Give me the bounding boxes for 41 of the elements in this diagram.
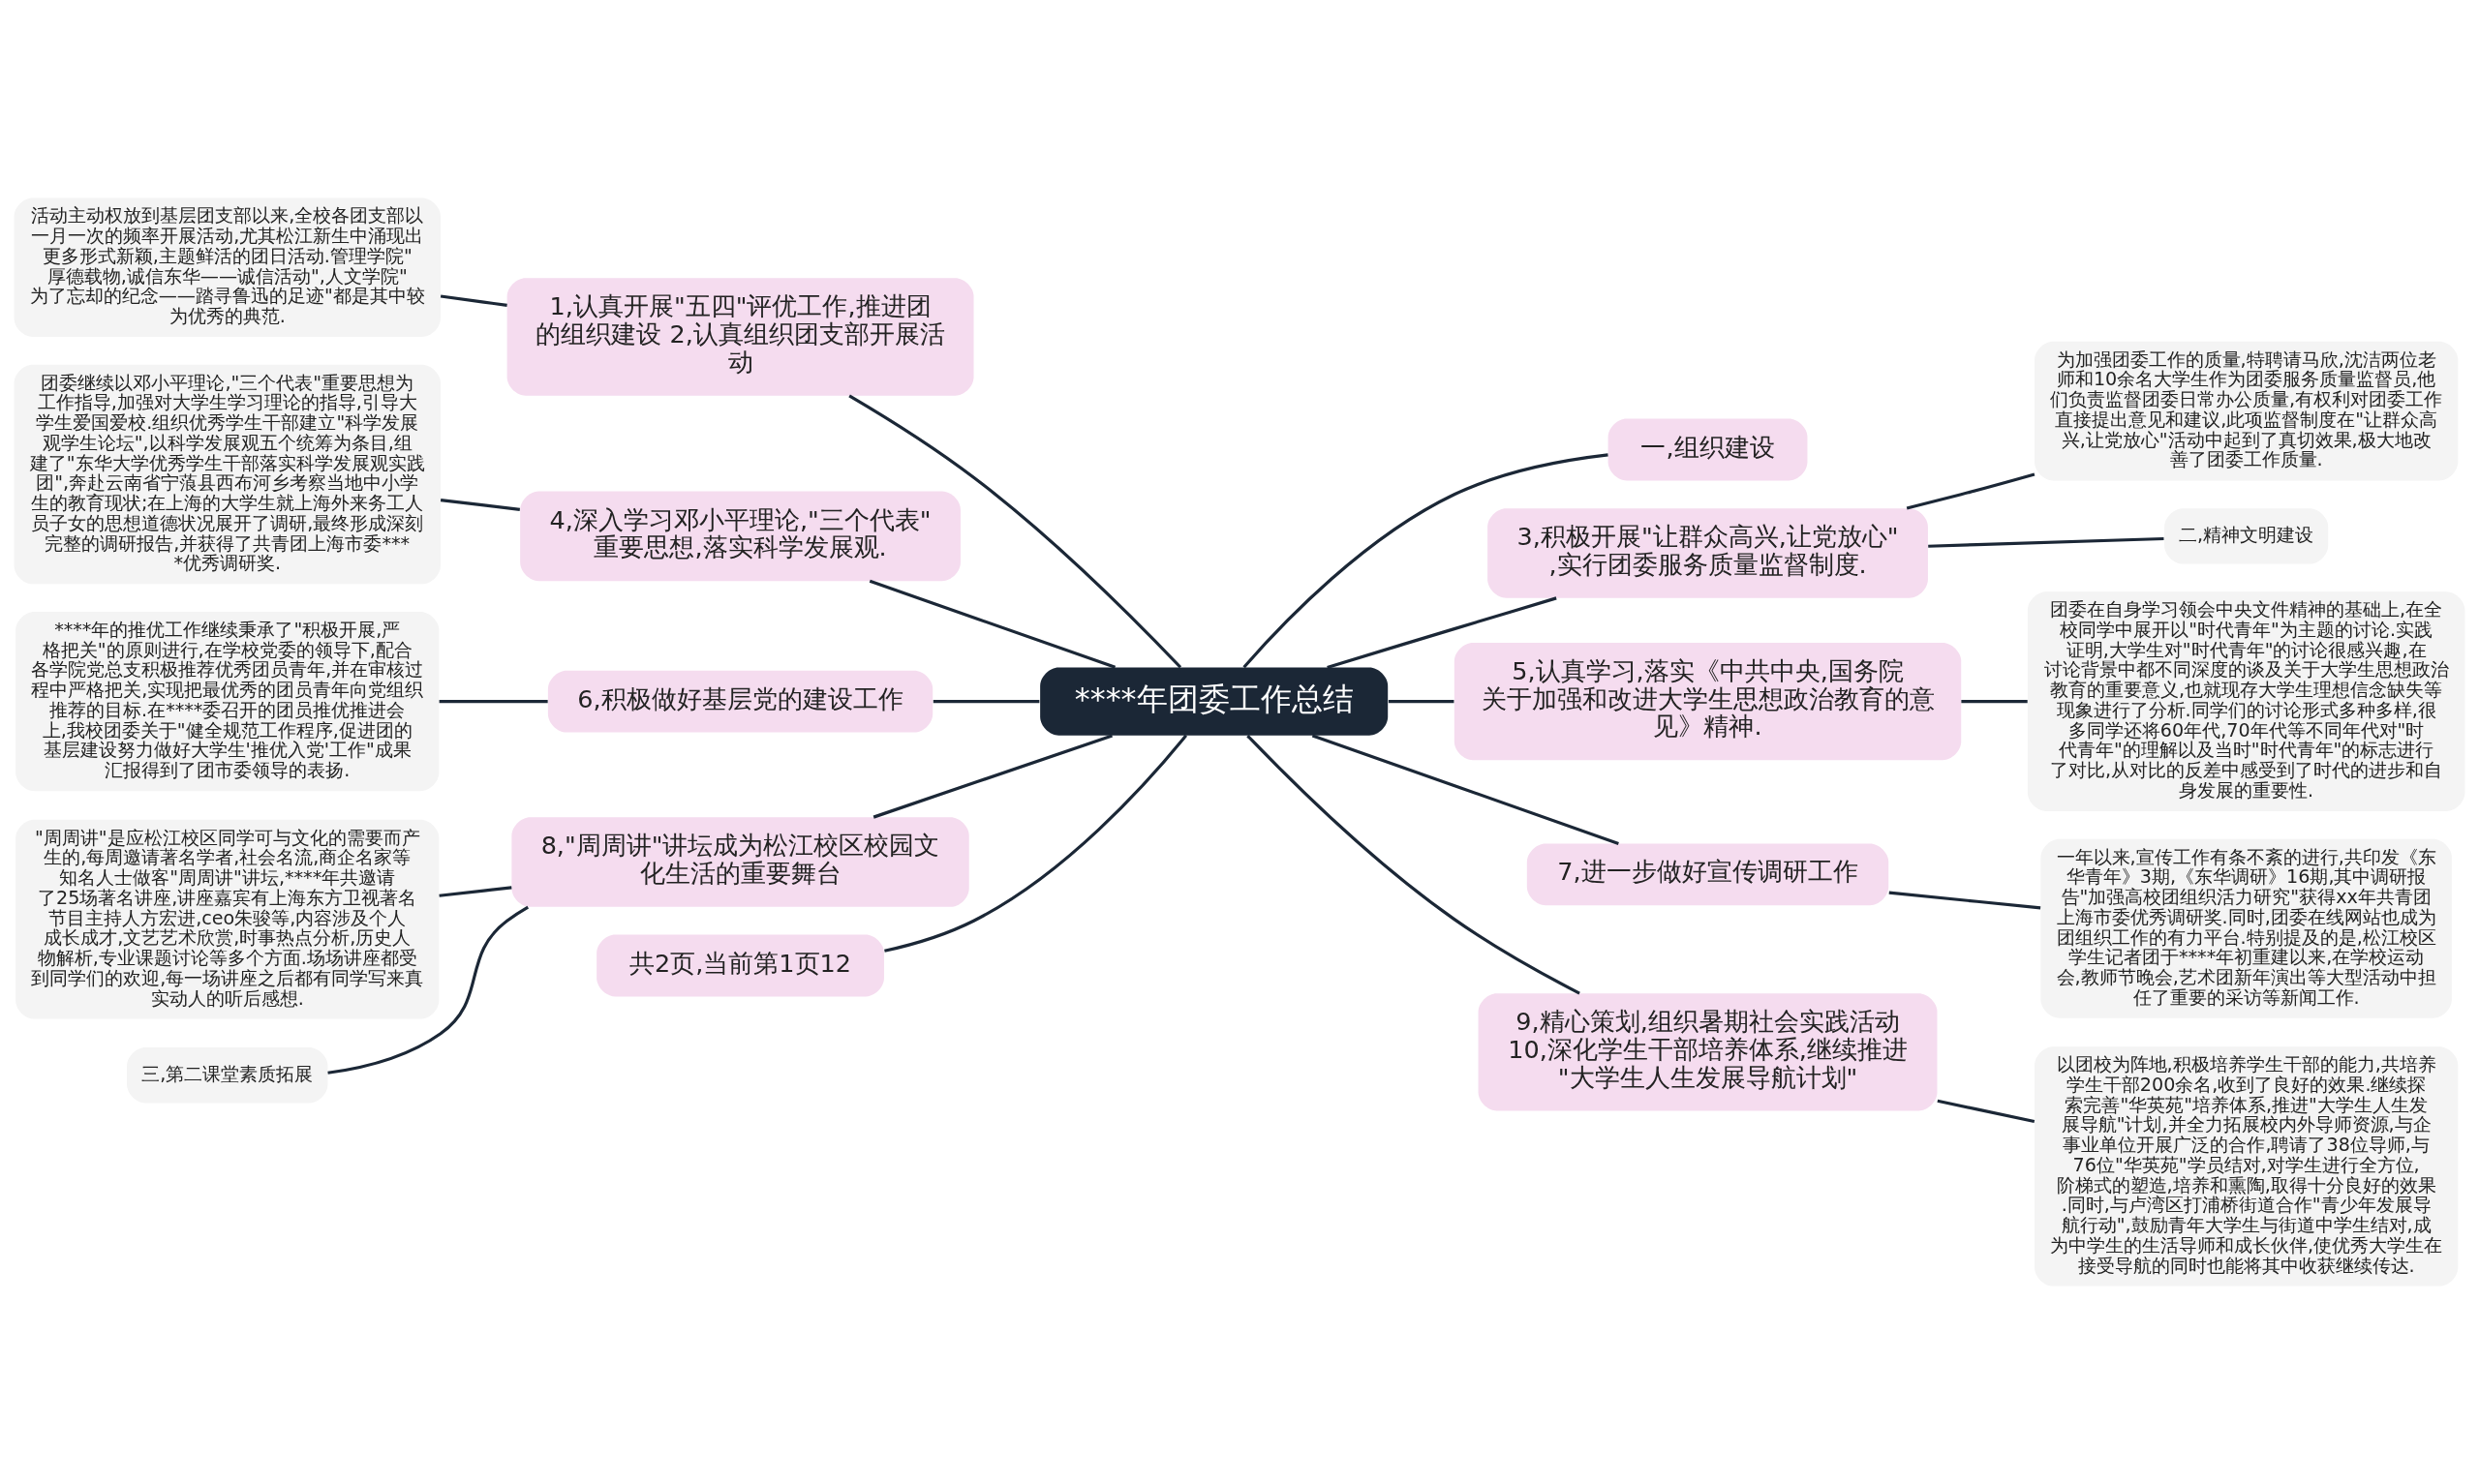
node-box: 4,深入学习邓小平理论,"三个代表"重要思想,落实科学发展观. xyxy=(520,491,961,582)
node-box: ****年团委工作总结 xyxy=(1040,667,1389,736)
connector xyxy=(1311,734,1619,845)
connector xyxy=(1888,891,2041,910)
node-box: 活动主动权放到基层团支部以来,全校各团支部以一月一次的频率开展活动,尤其松江新生中涌现出更多形式新颖,主题鲜活的团日活动.管理学院"厚德载物,诚信东华——诚信活动",人文学院"为了忘却的纪念——踏寻鲁迅的足迹"都是其中较为优秀的典范. xyxy=(14,197,441,337)
connector xyxy=(439,886,512,897)
node-box: 8,"周周讲"讲坛成为松江校区校园文化生活的重要舞台 xyxy=(511,817,969,907)
connector xyxy=(1388,700,1454,704)
node-box: 团委在自身学习领会中央文件精神的基础上,在全校同学中展开以"时代青年"为主题的讨论.实践证明,大学生对"时代青年"的讨论很感兴趣,在讨论背景中都不同深度的谈及关于大学生思想政治教育的重要意义,也就现存大学生理想信念缺失等现象进行了分析.同学们的讨论形式多种多样,很多同学还将60年代,70年代等不同年代对"时代青年"的理解以及当时"时代青年"的标志进行了对比,从对比的反差中感受到了时代的进步和自身发展的重要性. xyxy=(2027,591,2465,811)
node-box: ****年的推优工作继续秉承了"积极开展,严格把关"的原则进行,在学校党委的领导下,配合各学院党总支积极推荐优秀团员青年,并在审核过程中严格把关,实现把最优秀的团员青年向党组织推荐的目标.在****委召开的团员推优推进会上,我校团委关于"健全规范工作程序,促进团的基层建设努力做好大学生'推优入党'工作"成果汇报得到了团市委领导的表扬. xyxy=(15,612,440,792)
node-box: 3,积极开展"让群众高兴,让党放心",实行团委服务质量监督制度. xyxy=(1487,508,1928,598)
connector xyxy=(1961,700,2028,704)
connector xyxy=(440,294,507,307)
connector xyxy=(933,700,1040,704)
node-box: 一年以来,宣传工作有条不紊的进行,共印发《东华青年》3期,《东华调研》16期,其中调研报告"加强高校团组织活力研究"获得xx年共青团上海市委优秀调研奖.同时,团委在线网站也成为团组织工作的有力平台.特别提及的是,松江校区学生记者团于****年初重建以来,在学校运动会,教师节晚会,艺术团新年演出等大型活动中担任了重要的采访等新闻工作. xyxy=(2040,838,2452,1018)
node-box: 一,组织建设 xyxy=(1607,418,1808,481)
node-box: 6,积极做好基层党的建设工作 xyxy=(547,670,933,733)
connector xyxy=(848,394,1182,669)
node-box: 共2页,当前第1页12 xyxy=(597,934,884,997)
connector xyxy=(1327,596,1557,669)
connector xyxy=(327,905,530,1075)
connector xyxy=(1928,536,2164,548)
node-box: 以团校为阵地,积极培养学生干部的能力,共培养学生干部200余名,收到了良好的效果.继续探索完善"华英苑"培养体系,推进"大学生人生发展导航"计划,并全力拓展校内外导师资源,与企事业单位开展广泛的合作,聘请了38位导师,与76位"华英苑"学员结对,对学生进行全方位,阶梯式的塑造,培养和熏陶,取得十分良好的效果.同时,与卢湾区打浦桥街道合作"青少年发展导航行动",鼓励青年大学生与街道中学生结对,成为中学生的生活导师和成长伙伴,使优秀大学生在接受导航的同时也能将其中收获继续传达. xyxy=(2035,1046,2459,1287)
connector xyxy=(869,579,1117,669)
connector xyxy=(1937,1099,2035,1124)
node-box: 7,进一步做好宣传调研工作 xyxy=(1526,843,1889,906)
connector xyxy=(872,734,1114,819)
connector xyxy=(439,700,548,704)
node-box: 9,精心策划,组织暑期社会实践活动 10,深化学生干部培养体系,继续推进"大学生人生发展导航计划" xyxy=(1478,993,1938,1111)
node-box: "周周讲"是应松江校区同学可与文化的需要而产生的,每周邀请著名学者,社会名流,商企名家等知名人士做客"周周讲"讲坛,****年共邀请了25场著名讲座,讲座嘉宾有上海东方卫视著名节目主持人方宏进,ceo朱骏等,内容涉及个人成长成才,文艺艺术欣赏,时事热点分析,历史人物解析,专业课题讨论等多个方面.场场讲座都受到同学们的欢迎,每一场讲座之后都有同学写来真实动人的听后感想. xyxy=(15,819,440,1019)
node-box: 二,精神文明建设 xyxy=(2164,508,2329,564)
node-box: 为加强团委工作的质量,特聘请马欣,沈洁两位老师和10余名大学生作为团委服务质量监督员,他们负责监督团委日常办公质量,有权利对团委工作直接提出意见和建议,此项监督制度在"让群众高兴,让党放心"活动中起到了真切效果,极大地改善了团委工作质量. xyxy=(2035,341,2459,481)
connector xyxy=(440,498,520,512)
connector xyxy=(1246,734,1580,995)
connector xyxy=(1906,472,2035,510)
node-box: 5,认真学习,落实《中共中央,国务院关于加强和改进大学生思想政治教育的意见》精神. xyxy=(1454,642,1962,761)
node-box: 1,认真开展"五四"评优工作,推进团的组织建设 2,认真组织团支部开展活动 xyxy=(506,278,974,396)
connector xyxy=(884,734,1188,953)
connector xyxy=(1242,453,1608,669)
node-box: 团委继续以邓小平理论,"三个代表"重要思想为工作指导,加强对大学生学习理论的指导,引导大学生爱国爱校.组织优秀学生干部建立"科学发展观学生论坛",以科学发展观五个统筹为条目,组建了"东华大学优秀学生干部落实科学发展观实践团",奔赴云南省宁蒗县西布河乡考察当地中小学生的教育现状;在上海的大学生就上海外来务工人员子女的思想道德状况展开了调研,最终形成深刻完整的调研报告,并获得了共青团上海市委****优秀调研奖. xyxy=(14,364,441,585)
node-box: 三,第二课堂素质拓展 xyxy=(127,1047,328,1104)
